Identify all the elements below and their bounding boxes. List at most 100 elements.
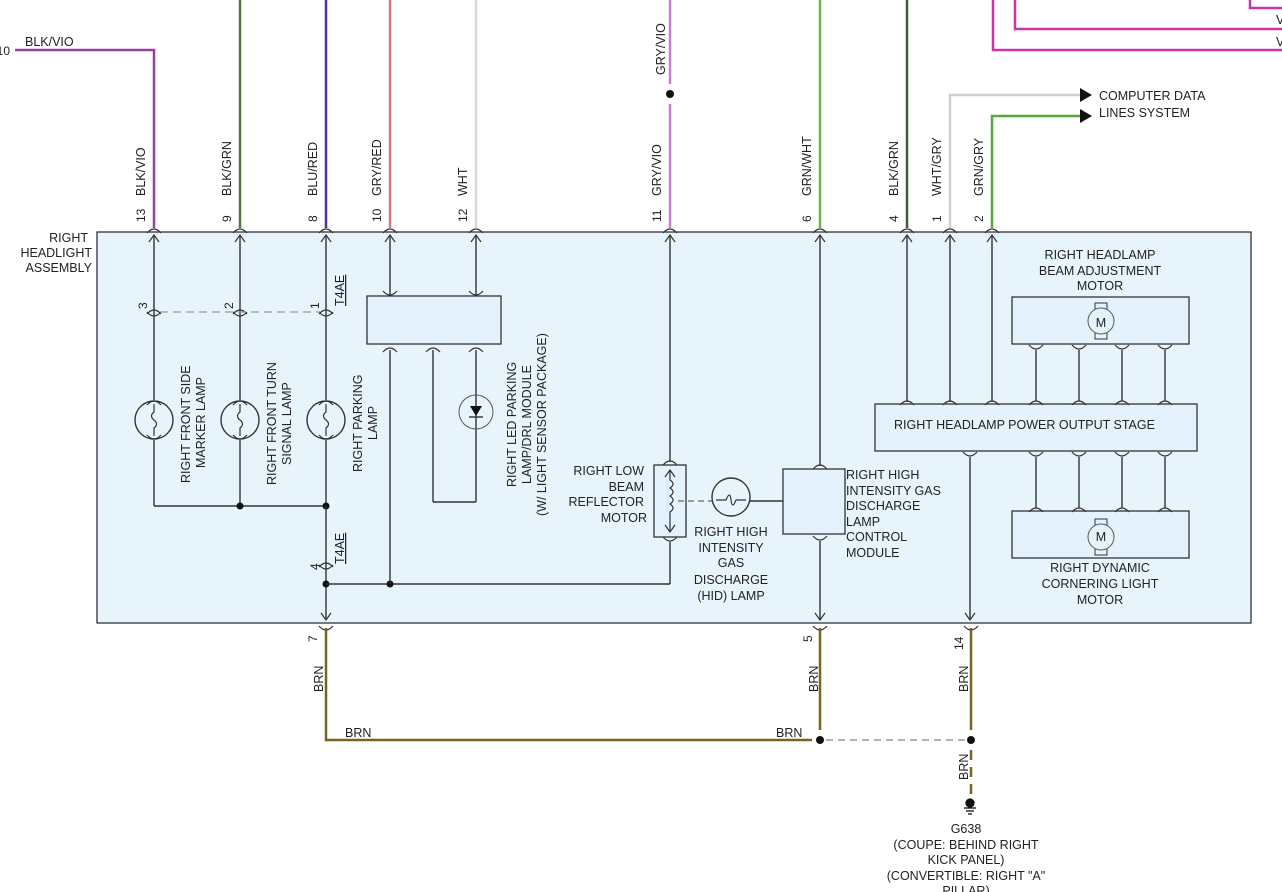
connector-icon [662, 536, 678, 542]
computer-data-label: COMPUTER DATA [1099, 89, 1206, 103]
svg-text:LAMP: LAMP [846, 515, 880, 529]
svg-text:LAMP: LAMP [366, 406, 380, 440]
svg-text:RIGHT LOW: RIGHT LOW [573, 464, 644, 478]
pin-number: 14 [952, 636, 966, 650]
hid-control-module-box [782, 468, 846, 535]
top-wires [15, 0, 1080, 228]
wire-label: BLK/VIO [134, 147, 148, 196]
svg-text:BEAM ADJUSTMENT: BEAM ADJUSTMENT [1039, 264, 1162, 278]
reflector-motor-label: RIGHT LOW BEAM REFLECTOR MOTOR [569, 464, 647, 525]
connector-icon [318, 311, 334, 317]
svg-text:KICK PANEL): KICK PANEL) [928, 853, 1005, 867]
wire-label: BRN [807, 666, 821, 692]
wire-label: WHT/GRY [930, 137, 944, 196]
led-icon [470, 406, 482, 416]
arrow-icon [664, 233, 676, 243]
hid-module-label: RIGHT HIGH INTENSITY GAS DISCHARGE LAMP … [846, 468, 941, 560]
arrow-icon [944, 233, 956, 243]
svg-text:REFLECTOR: REFLECTOR [569, 495, 644, 509]
connector-icon [468, 228, 484, 234]
wire-label: GRN/WHT [800, 136, 814, 196]
connector-icon [899, 228, 915, 234]
pin-number: 4 [308, 563, 322, 570]
svg-text:INTENSITY GAS: INTENSITY GAS [846, 484, 941, 498]
svg-text:RIGHT FRONT SIDE: RIGHT FRONT SIDE [179, 365, 193, 483]
side-marker-lamp-label: RIGHT FRONT SIDE MARKER LAMP [179, 365, 208, 483]
connector-icon [1071, 400, 1087, 406]
connector-icon [662, 228, 678, 234]
pin-number: 13 [134, 208, 148, 222]
motor-symbol: M [1096, 530, 1106, 544]
pin-number: 12 [456, 208, 470, 222]
pin-number: 1 [930, 215, 944, 222]
connector-icon [146, 311, 162, 317]
top-pin-labels: 13BLK/VIO9BLK/GRN8BLU/RED10GRY/RED12WHT1… [134, 136, 986, 222]
svg-text:SIGNAL LAMP: SIGNAL LAMP [280, 382, 294, 465]
wire-label: BRN [345, 726, 371, 740]
connector-icon [1028, 344, 1044, 350]
connector-icon [1071, 507, 1087, 513]
splice-dot [666, 90, 674, 98]
pin-number: 3 [136, 302, 150, 309]
magenta-wires [991, 0, 1282, 52]
connector-icon [1157, 344, 1173, 350]
internal-circuits [134, 228, 1198, 631]
power-output-stage-box [874, 403, 1198, 452]
svg-text:BEAM: BEAM [609, 480, 644, 494]
svg-text:INTENSITY: INTENSITY [698, 541, 764, 555]
svg-text:(W/ LIGHT SENSOR PACKAGE): (W/ LIGHT SENSOR PACKAGE) [535, 333, 549, 516]
wire-label: GRY/VIO [654, 23, 668, 75]
connector-icon [1114, 507, 1130, 513]
ground-icon [964, 798, 976, 815]
splice-dot [816, 736, 824, 744]
motor-icon [1087, 523, 1115, 551]
connector-icon [962, 451, 978, 457]
svg-text:RIGHT PARKING: RIGHT PARKING [351, 375, 365, 472]
connector-icon [318, 564, 334, 570]
cornering-motor-label: RIGHT DYNAMIC CORNERING LIGHT MOTOR [1042, 561, 1159, 607]
arrow-icon [1080, 88, 1092, 102]
arrow-icon [986, 233, 998, 243]
connector-icon [899, 400, 915, 406]
svg-text:CORNERING LIGHT: CORNERING LIGHT [1042, 577, 1159, 591]
svg-text:RIGHT FRONT TURN: RIGHT FRONT TURN [265, 362, 279, 485]
connector-icon [1114, 400, 1130, 406]
beam-motor-label: RIGHT HEADLAMP BEAM ADJUSTMENT MOTOR [1039, 248, 1162, 293]
connector-icon [1028, 451, 1044, 457]
hid-lamp-label: RIGHT HIGH INTENSITY GAS DISCHARGE (HID)… [694, 525, 768, 603]
wire-label: BLK/GRN [220, 141, 234, 196]
connector-icon [1028, 400, 1044, 406]
wire-label: BLU/RED [306, 142, 320, 196]
connector-icon [1071, 344, 1087, 350]
connector-icon [812, 464, 828, 470]
svg-text:MARKER LAMP: MARKER LAMP [194, 377, 208, 468]
connector-icon [1114, 344, 1130, 350]
svg-text:RIGHT HEADLAMP: RIGHT HEADLAMP [1045, 248, 1156, 262]
arrow-icon [901, 233, 913, 243]
connector-icon [1157, 400, 1173, 406]
svg-text:HEADLIGHT: HEADLIGHT [20, 246, 92, 260]
led-module-label: RIGHT LED PARKING LAMP/DRL MODULE (W/ LI… [505, 333, 549, 516]
svg-text:MOTOR: MOTOR [601, 511, 647, 525]
motor-icon [1087, 307, 1115, 335]
connector-icon [1157, 507, 1173, 513]
connector-icon [468, 290, 484, 296]
svg-text:(COUPE: BEHIND RIGHT: (COUPE: BEHIND RIGHT [893, 838, 1039, 852]
ground-label: G638 (COUPE: BEHIND RIGHT KICK PANEL) (C… [887, 822, 1045, 892]
connector-icon [984, 228, 1000, 234]
arrow-icon [1080, 109, 1092, 123]
arrow-icon [320, 233, 332, 243]
connector-icon [1114, 451, 1130, 457]
led-icon [458, 394, 494, 430]
connector-icon [382, 290, 398, 296]
connector-icon [1157, 451, 1173, 457]
filament-icon [236, 404, 244, 436]
arrow-icon [814, 612, 826, 622]
wire-label: BRN [312, 666, 326, 692]
wire-label: BLK/VIO [25, 35, 74, 49]
connector-icon [146, 228, 162, 234]
connector-icon [232, 434, 248, 440]
filament-icon [322, 404, 330, 436]
pin-number: 5 [801, 635, 815, 642]
connector-icon [146, 434, 162, 440]
